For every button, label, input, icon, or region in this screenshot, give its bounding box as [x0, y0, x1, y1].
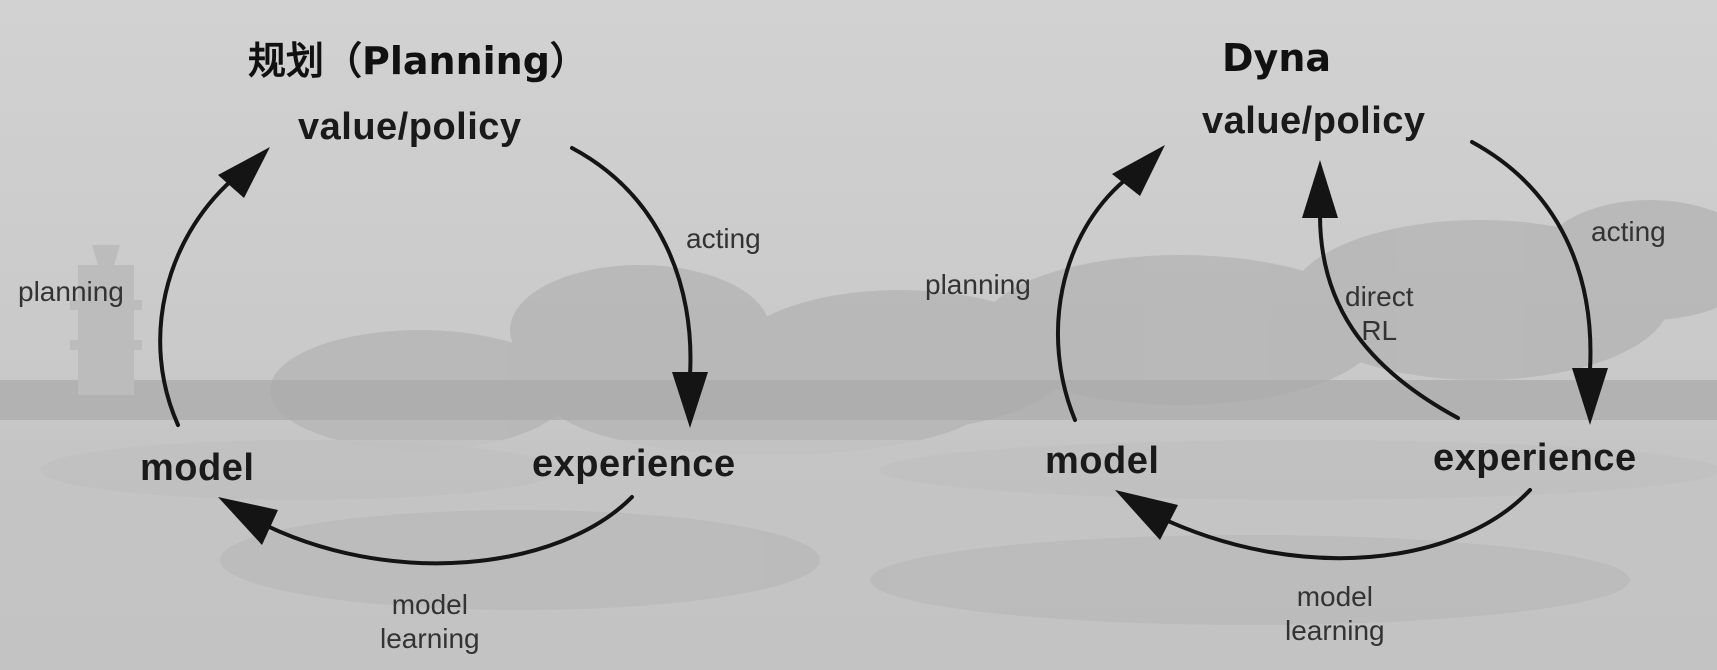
dyna-title: Dyna: [1222, 36, 1331, 80]
dyna-node-model: model: [1045, 440, 1159, 483]
dyna-direct-rl-arrowhead: [1302, 160, 1338, 218]
dyna-model-learning-arrow-line: [1155, 490, 1530, 558]
dyna-model-learning-arrowhead: [1115, 490, 1178, 540]
dyna-edge-model-learning: model learning: [1285, 580, 1385, 648]
dyna-edge-acting: acting: [1591, 215, 1666, 249]
planning-node-value-policy: value/policy: [298, 106, 522, 149]
dyna-diagram: Dyna value/policy experience model actin…: [860, 0, 1717, 670]
acting-arrow-line: [572, 148, 690, 375]
dyna-planning-arrowhead: [1112, 145, 1165, 196]
planning-title: 规划（Planning）: [248, 30, 588, 85]
dyna-edge-model-learning-line1: model: [1285, 580, 1385, 614]
planning-edge-model-learning-line2: learning: [380, 622, 480, 656]
dyna-node-experience: experience: [1433, 437, 1637, 480]
acting-arrowhead: [672, 372, 708, 428]
model-learning-arrowhead: [218, 497, 278, 545]
planning-edge-model-learning: model learning: [380, 588, 480, 656]
planning-arrows: [0, 0, 860, 670]
model-learning-arrow-line: [255, 497, 632, 563]
dyna-edge-model-learning-line2: learning: [1285, 614, 1385, 648]
dyna-edge-direct-rl: direct RL: [1345, 280, 1413, 348]
planning-edge-acting: acting: [686, 222, 761, 256]
dyna-node-value-policy: value/policy: [1202, 100, 1426, 143]
dyna-planning-arrow-line: [1058, 180, 1125, 420]
planning-edge-planning: planning: [18, 275, 124, 309]
planning-node-model: model: [140, 447, 254, 490]
planning-diagram: 规划（Planning） value/policy experience mod…: [0, 0, 860, 670]
dyna-edge-direct-rl-line1: direct: [1345, 280, 1413, 314]
dyna-edge-direct-rl-line2: RL: [1345, 314, 1413, 348]
planning-edge-model-learning-line1: model: [380, 588, 480, 622]
dyna-acting-arrowhead: [1572, 368, 1608, 425]
dyna-edge-planning: planning: [925, 268, 1031, 302]
planning-arrow-line: [160, 180, 232, 425]
planning-arrowhead: [218, 147, 270, 198]
dyna-acting-arrow-line: [1472, 142, 1590, 370]
planning-node-experience: experience: [532, 443, 736, 486]
